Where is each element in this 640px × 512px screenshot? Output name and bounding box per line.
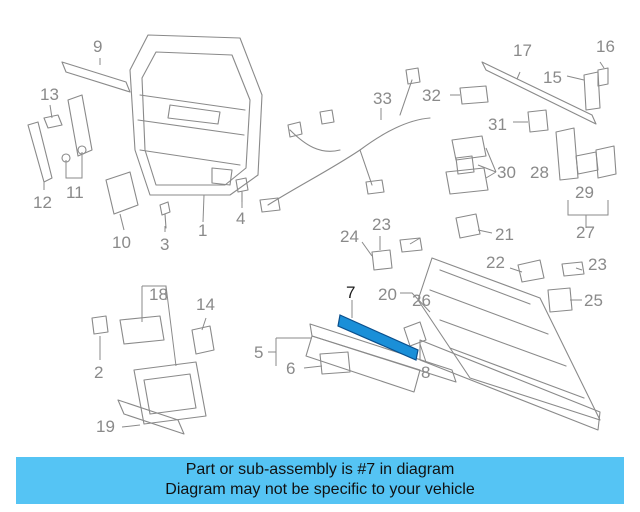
callout-33: 33 xyxy=(373,89,392,108)
callout-15: 15 xyxy=(543,68,562,87)
callout-19: 19 xyxy=(96,417,115,436)
callout-30: 30 xyxy=(497,163,516,182)
callout-3: 3 xyxy=(160,235,169,254)
callout-31: 31 xyxy=(488,115,507,134)
callout-2: 2 xyxy=(94,363,103,382)
callout-14: 14 xyxy=(196,295,215,314)
highlighted-part-7 xyxy=(337,314,419,361)
callout-21: 21 xyxy=(495,225,514,244)
callout-12: 12 xyxy=(33,193,52,212)
speaker-grille xyxy=(105,171,139,215)
callout-8: 8 xyxy=(421,363,430,382)
callout-27: 27 xyxy=(576,223,595,242)
callout-6: 6 xyxy=(286,359,295,378)
sunshade xyxy=(417,257,601,431)
callout-4: 4 xyxy=(236,209,245,228)
trim-strip xyxy=(61,61,131,93)
callout-1: 1 xyxy=(198,221,207,240)
wiring-harness xyxy=(259,67,431,213)
banner-line-1: Part or sub-assembly is #7 in diagram xyxy=(185,461,455,478)
callout-17: 17 xyxy=(513,41,532,60)
parts-diagram: 9 13 12 11 10 3 1 4 33 32 31 30 28 29 27… xyxy=(27,34,617,436)
callout-18: 18 xyxy=(149,285,168,304)
callout-7: 7 xyxy=(346,283,355,302)
door-trim-panel xyxy=(129,34,263,196)
callout-23a: 23 xyxy=(372,215,391,234)
callout-16: 16 xyxy=(596,37,615,56)
callout-25: 25 xyxy=(584,291,603,310)
callout-32: 32 xyxy=(422,86,441,105)
pillar-trim xyxy=(27,121,53,183)
callout-11: 11 xyxy=(66,183,84,202)
callout-23b: 23 xyxy=(588,255,607,274)
callout-9: 9 xyxy=(93,37,102,56)
callout-13: 13 xyxy=(40,85,59,104)
banner-line-2: Diagram may not be specific to your vehi… xyxy=(165,481,475,498)
info-banner: Part or sub-assembly is #7 in diagram Di… xyxy=(16,457,624,504)
callout-24: 24 xyxy=(340,227,359,246)
mirror-trim xyxy=(67,94,93,157)
callout-29: 29 xyxy=(575,183,594,202)
callout-28: 28 xyxy=(530,163,549,182)
callout-10: 10 xyxy=(112,233,131,252)
callout-5: 5 xyxy=(254,343,263,362)
callout-22: 22 xyxy=(486,253,505,272)
callout-26: 26 xyxy=(412,291,431,310)
callout-20: 20 xyxy=(378,285,397,304)
